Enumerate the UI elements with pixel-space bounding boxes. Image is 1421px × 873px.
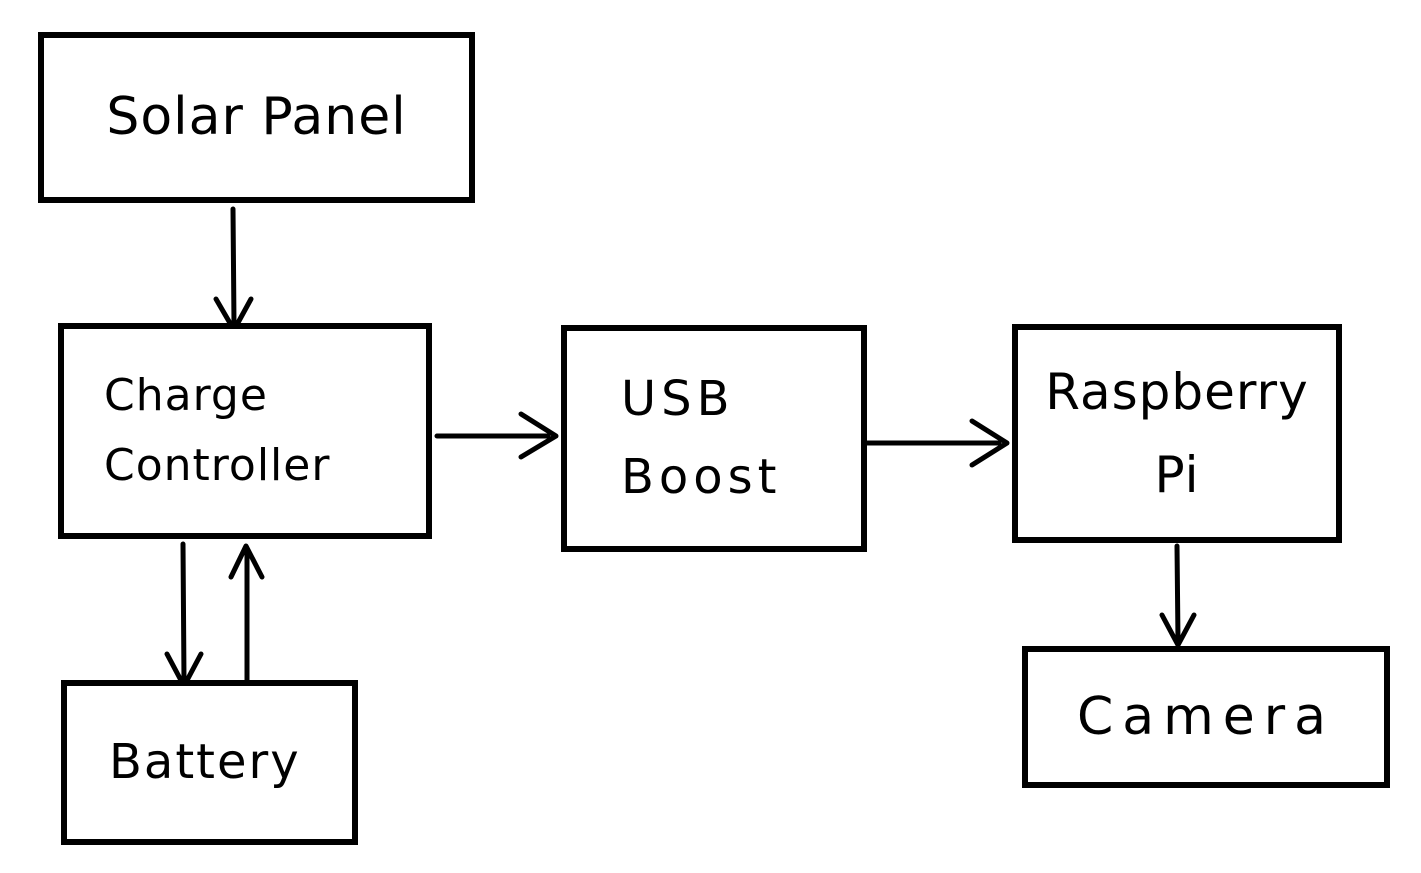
node-battery: Battery (61, 680, 358, 845)
node-usb-boost: USB Boost (561, 325, 867, 552)
node-usb-boost-label: USB Boost (621, 370, 782, 505)
edge-usb-to-raspi-arrow (863, 418, 1010, 468)
node-raspberry-pi-label: Raspberry Pi (1045, 363, 1309, 504)
edge-charge-to-usb-arrow (434, 411, 559, 460)
edge-solar-to-charge-arrow (213, 206, 254, 333)
node-solar-panel: Solar Panel (38, 32, 475, 203)
node-battery-label: Battery (109, 734, 301, 791)
node-charge-controller: Charge Controller (58, 323, 432, 539)
node-solar-panel-label: Solar Panel (106, 87, 407, 148)
node-charge-controller-label: Charge Controller (104, 369, 331, 491)
node-camera-label: Camera (1076, 686, 1336, 747)
edge-battery-to-charge-arrow (228, 543, 265, 686)
node-camera: Camera (1022, 646, 1390, 788)
node-raspberry-pi: Raspberry Pi (1012, 324, 1342, 543)
edge-raspi-to-camera-arrow (1159, 543, 1197, 648)
edge-charge-to-battery-arrow (164, 541, 204, 689)
